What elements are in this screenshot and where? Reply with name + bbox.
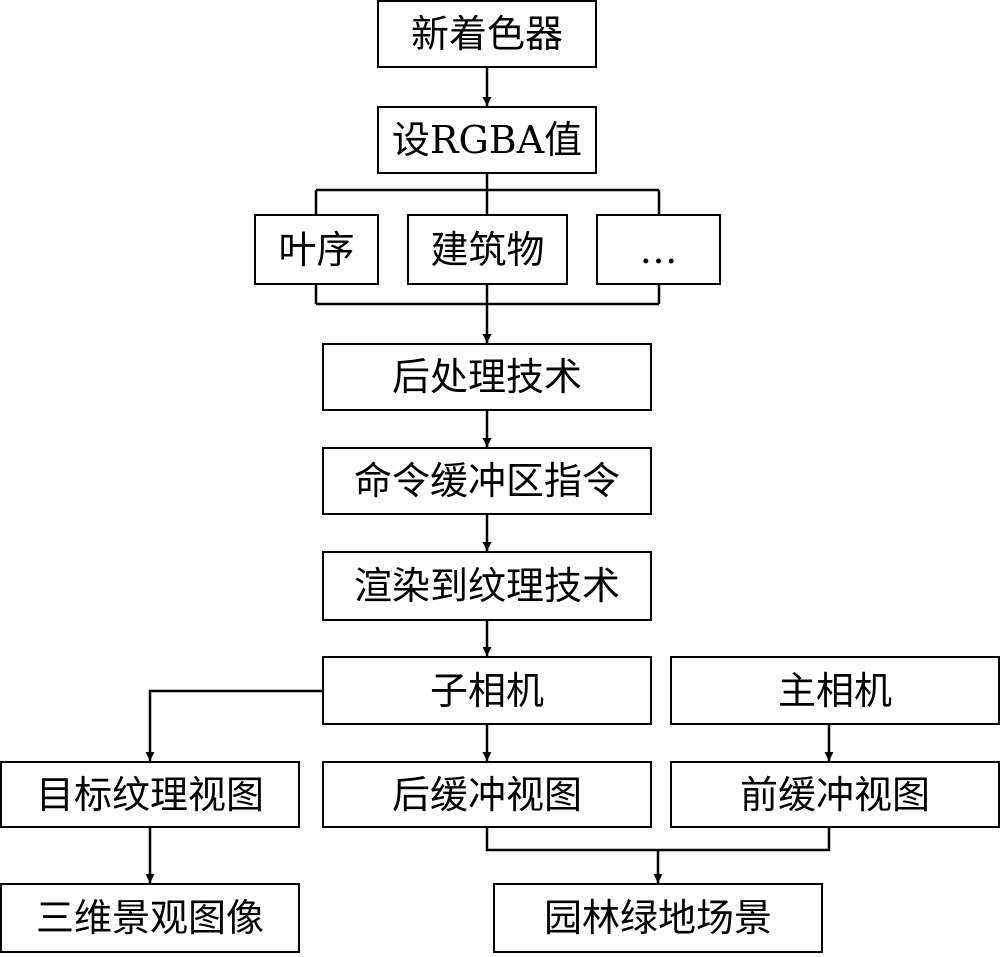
node-target-texture-view: 目标纹理视图 (0, 761, 300, 828)
node-command-buffer: 命令缓冲区指令 (322, 447, 652, 515)
node-front-buffer-view: 前缓冲视图 (670, 761, 1000, 828)
node-garden-green-scene: 园林绿地场景 (493, 883, 823, 953)
node-building-label: 建筑物 (430, 227, 545, 272)
node-main-camera-label: 主相机 (777, 668, 892, 713)
node-render-to-texture-label: 渲染到纹理技术 (353, 564, 620, 608)
node-sub-camera-label: 子相机 (429, 668, 544, 713)
node-set-rgba-label: 设RGBA值 (391, 118, 583, 162)
arrow-subcamera-to-target-view (145, 689, 322, 761)
node-building: 建筑物 (407, 214, 568, 285)
node-target-texture-view-label: 目标纹理视图 (35, 772, 264, 817)
node-landscape-3d-image: 三维景观图像 (0, 883, 300, 953)
node-front-buffer-view-label: 前缓冲视图 (739, 772, 930, 817)
node-ellipsis-label: … (639, 227, 678, 272)
node-main-camera: 主相机 (670, 656, 1000, 725)
node-back-buffer-view: 后缓冲视图 (322, 761, 652, 828)
node-render-to-texture: 渲染到纹理技术 (322, 551, 652, 621)
connector-buffers-merge (485, 828, 831, 852)
node-sub-camera: 子相机 (322, 656, 652, 725)
node-new-shader-label: 新着色器 (410, 12, 563, 56)
node-new-shader: 新着色器 (377, 0, 597, 68)
node-back-buffer-view-label: 后缓冲视图 (391, 772, 582, 817)
node-landscape-3d-image-label: 三维景观图像 (35, 896, 264, 940)
node-post-processing: 后处理技术 (322, 343, 652, 411)
node-post-processing-label: 后处理技术 (391, 355, 582, 399)
node-set-rgba: 设RGBA值 (377, 106, 597, 174)
node-leaf-sequence-label: 叶序 (278, 227, 355, 272)
node-ellipsis: … (596, 214, 721, 285)
node-command-buffer-label: 命令缓冲区指令 (353, 459, 620, 503)
node-leaf-sequence: 叶序 (254, 214, 379, 285)
node-garden-green-scene-label: 园林绿地场景 (543, 896, 772, 940)
